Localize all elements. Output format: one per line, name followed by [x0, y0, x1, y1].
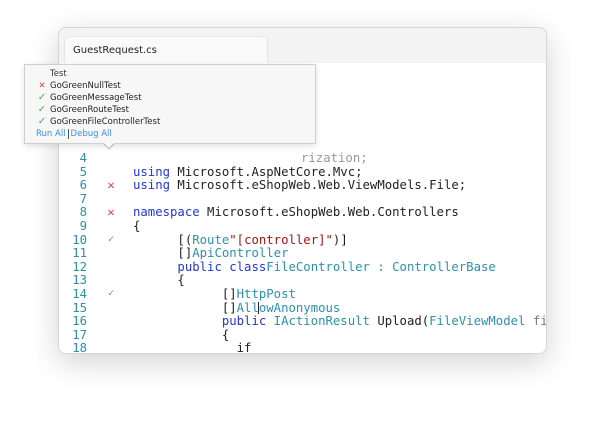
code-token: All — [236, 300, 259, 315]
check-icon: ✓ — [37, 104, 47, 115]
line-number: 14 — [72, 287, 87, 301]
line-number: 16 — [72, 314, 87, 329]
line-number: 7 — [79, 191, 87, 206]
code-token: fileViewModel — [532, 314, 547, 329]
code-token: ] — [229, 300, 237, 315]
test-passed-icon[interactable]: ✓ — [107, 233, 115, 245]
test-failed-icon[interactable]: ✕ — [107, 178, 115, 193]
line-number: 5 — [79, 164, 87, 179]
code-token: owAnonymous — [258, 300, 341, 315]
code-text: rization; — [301, 151, 368, 165]
line-number: 13 — [72, 273, 87, 288]
line-number: 18 — [72, 341, 87, 354]
line-number: 8 — [79, 205, 87, 220]
code-text: if — [133, 341, 252, 354]
code-text: using Microsoft.eShopWeb.Web.ViewModels.… — [133, 178, 466, 192]
divider — [67, 128, 69, 139]
code-token: IActionResult — [273, 314, 370, 329]
code-token: [ — [133, 246, 185, 261]
code-text: { — [133, 273, 185, 288]
test-failed-icon[interactable]: ✕ — [107, 205, 115, 220]
code-token: ApiController — [192, 246, 289, 261]
run-all-link[interactable]: Run All — [36, 129, 66, 139]
code-token — [496, 260, 503, 274]
test-item[interactable]: ✓GoGreenMessageTest — [35, 92, 142, 104]
test-item[interactable]: ✓GoGreenRouteTest — [35, 104, 129, 116]
popup-pointer-fill — [102, 141, 116, 148]
code-token: { — [133, 273, 185, 288]
test-item[interactable]: ✕GoGreenNullTest — [35, 80, 120, 92]
test-passed-icon[interactable]: ✓ — [107, 288, 115, 299]
line-number: 17 — [72, 327, 87, 342]
code-text: []HttpPost — [133, 287, 296, 301]
code-token: if — [133, 341, 252, 354]
popup-header: Test — [50, 69, 67, 79]
code-token: ] — [184, 246, 193, 261]
code-token: [ — [133, 287, 230, 301]
code-token: [ — [133, 232, 185, 247]
code-token: Microsoft.eShopWeb.Web.ViewModels.File; — [170, 178, 467, 193]
line-number: 12 — [72, 259, 87, 274]
code-text: [(Route"[controller]")] — [133, 232, 348, 247]
check-icon: ✓ — [37, 116, 47, 127]
check-icon: ✓ — [37, 92, 47, 103]
code-token: { — [133, 219, 141, 233]
code-text: { — [133, 219, 140, 233]
code-token: HttpPost — [236, 287, 296, 301]
code-text: []AllowAnonymous — [133, 301, 340, 315]
code-token: namespace — [133, 205, 200, 220]
test-results-popup: Test ✕GoGreenNullTest ✓GoGreenMessageTes… — [24, 64, 316, 144]
code-text: using Microsoft.AspNetCore.Mvc; — [133, 165, 363, 179]
fail-icon: ✕ — [38, 81, 46, 91]
code-token: Route — [192, 232, 230, 247]
code-token — [525, 314, 532, 328]
code-token: Microsoft.eShopWeb.Web.Controllers — [199, 205, 459, 220]
code-text: public IActionResult Upload(FileViewMode… — [133, 314, 547, 329]
line-number: 15 — [72, 300, 87, 315]
code-token: rization; — [301, 151, 368, 165]
code-token: FileViewModel — [429, 314, 526, 329]
code-token: FileController : ControllerBase — [266, 259, 496, 274]
test-item[interactable]: ✓GoGreenFileControllerTest — [35, 116, 161, 128]
code-token: public — [221, 314, 267, 329]
code-text: namespace Microsoft.eShopWeb.Web.Control… — [133, 205, 459, 219]
tab-label: GuestRequest.cs — [73, 45, 157, 56]
code-token: [ — [133, 300, 230, 315]
text-cursor — [258, 302, 260, 315]
code-text: { — [133, 328, 229, 342]
debug-all-link[interactable]: Debug All — [70, 129, 112, 139]
code-token: using — [133, 178, 171, 193]
code-token: ( — [184, 232, 193, 247]
code-token: public — [177, 259, 222, 274]
line-number: 9 — [79, 219, 87, 233]
code-token — [133, 314, 222, 328]
code-token: )] — [332, 232, 348, 247]
code-token: Upload( — [369, 314, 430, 329]
code-text: public classFileController : ControllerB… — [133, 260, 503, 274]
code-token: Microsoft.AspNetCore.Mvc; — [170, 164, 363, 179]
code-token — [266, 314, 273, 328]
code-token: ] — [229, 287, 237, 301]
code-token: class — [229, 259, 267, 274]
code-token: using — [133, 164, 171, 179]
tab-guestrequest[interactable]: GuestRequest.cs — [64, 36, 268, 64]
line-number: 4 — [79, 151, 87, 165]
code-text: []ApiController — [133, 246, 288, 260]
code-token — [133, 260, 177, 274]
code-token: { — [133, 327, 230, 342]
line-number: 11 — [72, 246, 87, 261]
line-number: 10 — [72, 232, 87, 247]
line-number: 6 — [79, 178, 87, 193]
code-token: "[controller]" — [229, 232, 333, 247]
